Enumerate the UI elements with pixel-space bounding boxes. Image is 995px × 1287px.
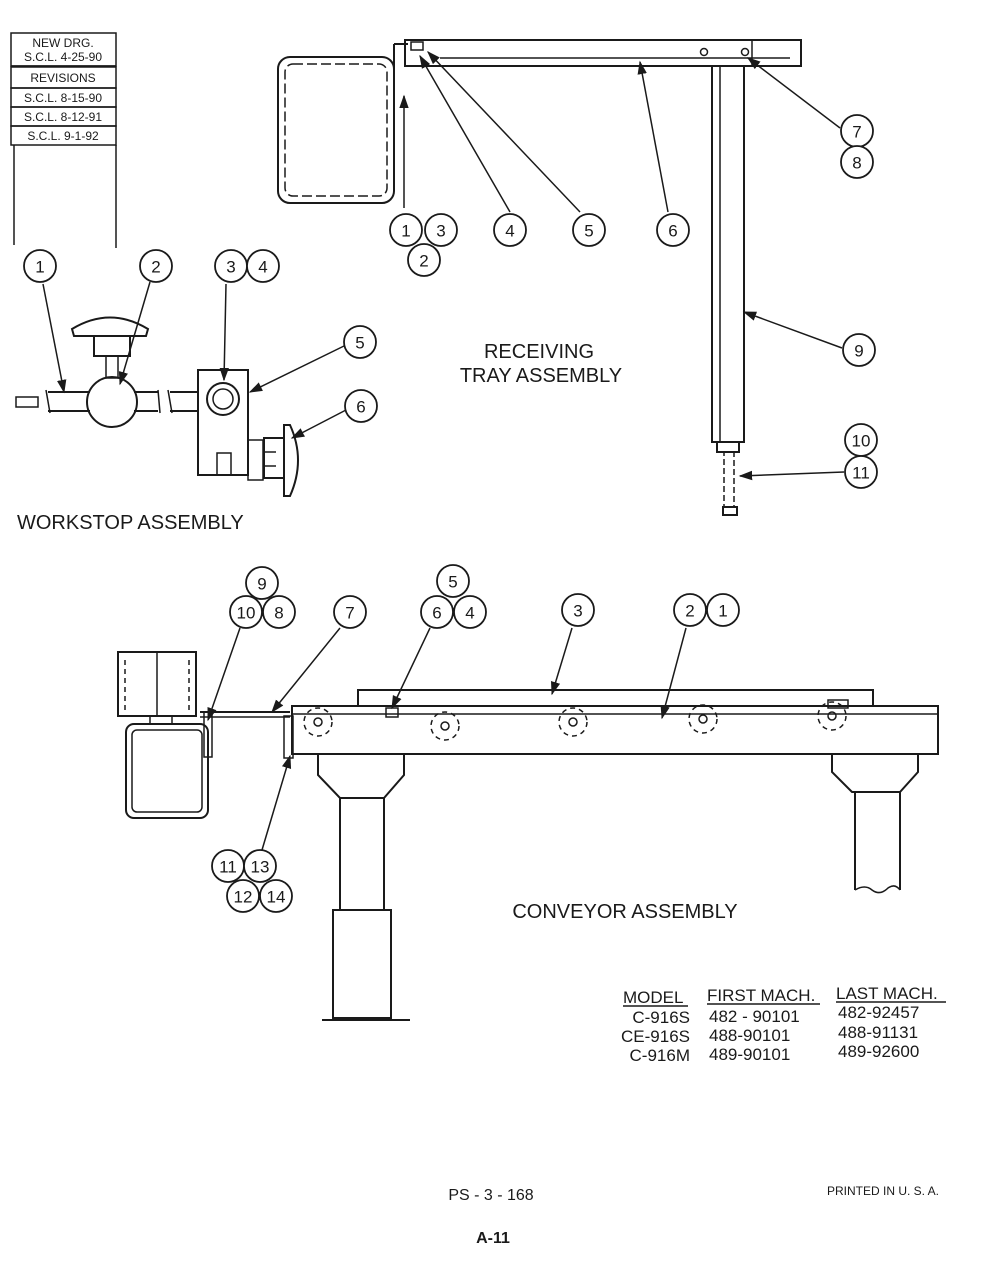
callout-bubble <box>493 213 527 247</box>
receiving-tray-title: RECEIVING <box>484 341 594 363</box>
callout-bubble <box>436 564 470 598</box>
revision-entry: S.C.L. 9-1-92 <box>27 129 99 143</box>
callout-number: 7 <box>345 604 354 623</box>
receiving-tray-callouts: 1 3 2 4 5 6 7 8 9 10 11 <box>389 114 878 489</box>
callout-bubble <box>246 249 280 283</box>
callout-bubble <box>229 595 263 629</box>
callout-number: 3 <box>573 602 582 621</box>
callout-number: 4 <box>505 222 514 241</box>
conveyor-title: CONVEYOR ASSEMBLY <box>512 901 737 923</box>
table-header-last-mach: LAST MACH. <box>836 984 938 1003</box>
callout-number: 1 <box>35 258 44 277</box>
callout-number: 3 <box>226 258 235 277</box>
conveyor-callouts: 9 10 8 7 5 6 4 3 2 1 11 13 12 14 <box>211 564 740 913</box>
callout-number: 2 <box>419 252 428 271</box>
callout-bubble <box>656 213 690 247</box>
callout-number: 12 <box>234 888 253 907</box>
callout-bubble <box>420 595 454 629</box>
callout-number: 14 <box>267 888 286 907</box>
callout-number: 2 <box>151 258 160 277</box>
table-cell-last: 489-92600 <box>838 1042 919 1061</box>
callout-bubble <box>139 249 173 283</box>
callout-number: 11 <box>852 464 870 483</box>
new-drg-label: NEW DRG. <box>32 36 93 50</box>
callout-bubble <box>344 389 378 423</box>
revision-entry: S.C.L. 8-12-91 <box>24 110 102 124</box>
callout-number: 1 <box>401 222 410 241</box>
table-cell-model: CE-916S <box>621 1027 690 1046</box>
callout-bubble <box>259 879 293 913</box>
page-number: A-11 <box>476 1230 510 1247</box>
callout-bubble <box>561 593 595 627</box>
callout-number: 8 <box>274 604 283 623</box>
callout-number: 10 <box>237 604 256 623</box>
callout-bubble <box>226 879 260 913</box>
callout-bubble <box>245 566 279 600</box>
callout-number: 4 <box>258 258 267 277</box>
callout-number: 5 <box>584 222 593 241</box>
workstop-leaders <box>42 281 347 439</box>
printed-in-usa: PRINTED IN U. S. A. <box>827 1184 939 1198</box>
workstop-title: WORKSTOP ASSEMBLY <box>17 512 244 534</box>
model-table: MODEL FIRST MACH. LAST MACH. C-916S 482 … <box>621 984 946 1065</box>
receiving-tray-leaders <box>399 51 845 481</box>
table-cell-last: 488-91131 <box>838 1023 918 1042</box>
callout-number: 8 <box>852 154 861 173</box>
callout-number: 13 <box>251 858 270 877</box>
callout-bubble <box>453 595 487 629</box>
callout-bubble <box>23 249 57 283</box>
receiving-tray-title: TRAY ASSEMBLY <box>460 365 622 387</box>
callout-number: 9 <box>257 575 266 594</box>
callout-number: 5 <box>355 334 364 353</box>
callout-bubble <box>572 213 606 247</box>
table-cell-model: C-916S <box>632 1008 690 1027</box>
callout-bubble <box>706 593 740 627</box>
callout-bubble <box>844 455 878 489</box>
callout-number: 9 <box>854 342 863 361</box>
callout-number: 10 <box>852 432 871 451</box>
callout-bubble <box>407 243 441 277</box>
revisions-label: REVISIONS <box>30 71 95 85</box>
callout-number: 4 <box>465 604 474 623</box>
conveyor-drawing <box>117 651 939 1021</box>
callout-number: 6 <box>356 398 365 417</box>
callout-number: 3 <box>436 222 445 241</box>
table-cell-last: 482-92457 <box>838 1003 919 1022</box>
new-drg-entry: S.C.L. 4-25-90 <box>24 50 102 64</box>
revision-block: NEW DRG. S.C.L. 4-25-90 REVISIONS S.C.L.… <box>10 32 117 248</box>
callout-number: 1 <box>718 602 727 621</box>
callout-bubble <box>389 213 423 247</box>
callout-number: 2 <box>685 602 694 621</box>
document-number: PS - 3 - 168 <box>448 1187 533 1204</box>
table-cell-first: 488-90101 <box>709 1026 790 1045</box>
workstop-drawing <box>15 316 299 497</box>
callout-bubble <box>840 145 874 179</box>
callout-number: 7 <box>852 123 861 142</box>
table-header-model: MODEL <box>623 988 683 1007</box>
table-cell-first: 489-90101 <box>709 1045 790 1064</box>
callout-bubble <box>673 593 707 627</box>
workstop-callouts: 1 2 3 4 5 6 <box>23 249 378 423</box>
callout-bubble <box>424 213 458 247</box>
callout-number: 6 <box>432 604 441 623</box>
callout-number: 6 <box>668 222 677 241</box>
callout-number: 5 <box>448 573 457 592</box>
callout-bubble <box>243 849 277 883</box>
conveyor-leaders <box>207 627 687 851</box>
callout-bubble <box>842 333 876 367</box>
table-cell-model: C-916M <box>630 1046 690 1065</box>
callout-bubble <box>262 595 296 629</box>
table-cell-first: 482 - 90101 <box>709 1007 800 1026</box>
revision-entry: S.C.L. 8-15-90 <box>24 91 102 105</box>
callout-number: 11 <box>219 858 237 877</box>
table-header-first-mach: FIRST MACH. <box>707 986 815 1005</box>
callout-bubble <box>333 595 367 629</box>
callout-bubble <box>343 325 377 359</box>
receiving-tray-drawing <box>277 39 802 516</box>
